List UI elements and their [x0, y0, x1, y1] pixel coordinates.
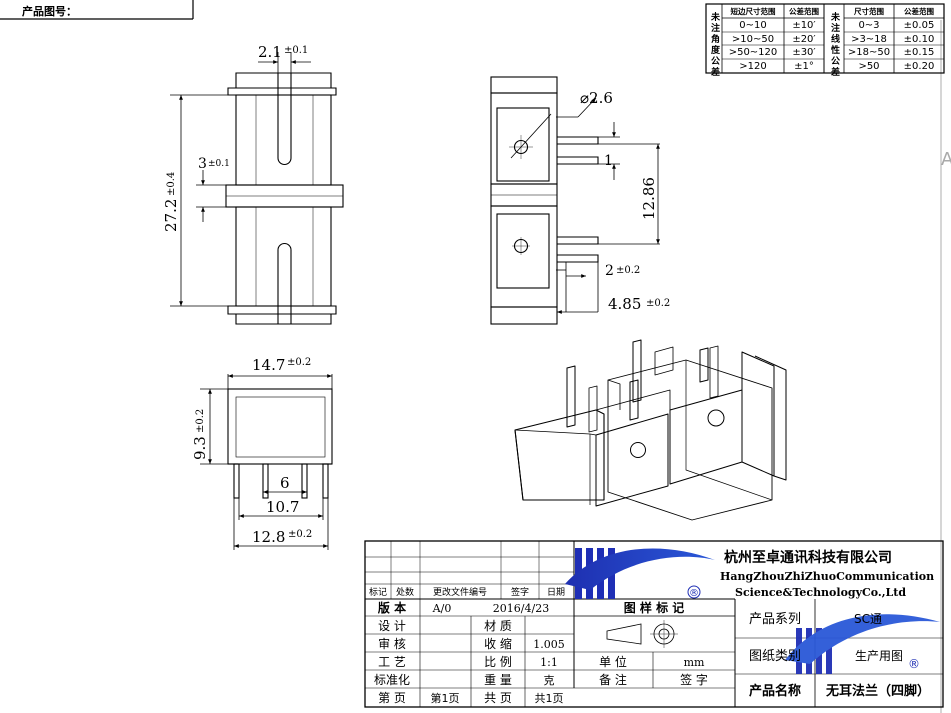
table-cell: ±1°: [794, 61, 814, 72]
std-label: 标准化: [374, 673, 410, 687]
bottom-height-value: 9.3: [191, 436, 209, 460]
front-width-value: 2.1: [258, 43, 282, 61]
side-diameter-value: ⌀2.6: [580, 89, 613, 107]
table-cell: 0~10: [739, 20, 766, 31]
table-cell: >3~18: [851, 34, 887, 45]
table-cell: ±0.15: [904, 47, 935, 58]
side-pin-value: 1: [604, 153, 613, 169]
side-view-dims: [556, 97, 660, 314]
product-name-value: 无耳法兰（四脚）: [825, 683, 930, 699]
side-pin-width-tol: ±0.2: [616, 265, 640, 276]
bottom-width-tol: ±0.2: [287, 357, 311, 368]
front-gap-value: 3: [198, 156, 207, 172]
angle-side-label: 未注角度公差: [709, 11, 721, 78]
company-name-en-line1: HangZhouZhiZhuoCommunication: [720, 570, 934, 583]
product-name-label: 产品名称: [749, 683, 801, 699]
table-cell: ±0.20: [904, 61, 935, 72]
logo-registered-mark: ®: [689, 588, 699, 599]
tolerance-table: 未注角度公差 未注线性公差 短边尺寸范围 公差范围 尺寸范围 公差范围 0~10…: [705, 3, 945, 78]
edge-mark: A: [941, 149, 951, 170]
sample-mark-label: 图 样 标 记: [624, 600, 685, 615]
sign-label: 签 字: [680, 672, 708, 687]
front-height-value: 27.2: [162, 199, 180, 232]
process-label: 工 艺: [378, 655, 406, 669]
page-value: 第1页: [431, 691, 460, 705]
material-label: 材 质: [484, 619, 512, 633]
table-cell: 0~3: [858, 20, 879, 31]
linear-tol-header: 公差范围: [904, 6, 934, 16]
bottom-outer-value: 12.8: [252, 528, 285, 546]
series-label: 产品系列: [749, 612, 801, 627]
table-cell: ±20′: [792, 34, 816, 45]
angle-tol-header: 公差范围: [789, 6, 819, 16]
scale-value: 1:1: [540, 656, 558, 669]
bottom-width-value: 14.7: [252, 356, 285, 374]
product-drawing-no-label: 产品图号：: [22, 4, 77, 18]
side-offset-value: 4.85: [608, 295, 641, 313]
drawing-type-label: 图纸类别: [749, 649, 801, 664]
side-offset-tol: ±0.2: [646, 298, 670, 309]
design-label: 设 计: [378, 619, 406, 633]
version-value: A/0: [432, 602, 452, 615]
note-label: 备 注: [599, 672, 627, 687]
table-cell: ±10′: [792, 20, 816, 31]
front-width-tol: ±0.1: [284, 45, 308, 56]
rev-header: 处数: [396, 586, 414, 598]
unit-label: 单 位: [599, 654, 627, 669]
table-cell: ±30′: [792, 47, 816, 58]
front-height-tol: ±0.4: [166, 172, 177, 196]
company-logo: [565, 548, 715, 599]
drawing-type-value: 生产用图: [855, 649, 903, 663]
table-cell: >18~50: [848, 47, 890, 58]
bottom-outer-tol: ±0.2: [288, 529, 312, 540]
bottom-mid-value: 10.7: [266, 498, 299, 516]
page-label: 第 页: [378, 691, 406, 705]
weight-unit: 克: [544, 674, 555, 687]
weight-label: 重 量: [484, 673, 512, 687]
bottom-view-dims: [200, 374, 333, 550]
table-cell: >50: [858, 61, 879, 72]
rev-header: 标记: [369, 586, 387, 598]
date-value: 2016/4/23: [493, 602, 549, 615]
total-value: 共1页: [535, 692, 564, 705]
angle-range-header: 短边尺寸范围: [731, 6, 776, 16]
watermark-logo: [785, 614, 940, 674]
isometric-view: [514, 339, 787, 521]
bottom-height-tol: ±0.2: [195, 409, 206, 433]
rev-header: 更改文件编号: [433, 586, 487, 598]
scale-label: 比 例: [484, 655, 512, 669]
table-cell: ±0.10: [904, 34, 935, 45]
review-label: 审 核: [378, 636, 406, 651]
watermark-registered-mark: ®: [908, 657, 920, 671]
company-name-cn: 杭州至卓通讯科技有限公司: [724, 549, 892, 566]
total-label: 共 页: [484, 691, 512, 705]
company-name-en-line2: Science&TechnologyCo.,Ltd: [735, 586, 906, 599]
side-view: [490, 76, 599, 325]
bottom-inner-value: 6: [280, 474, 290, 492]
rev-header: 签字: [511, 586, 529, 598]
series-value: SC通: [854, 612, 882, 626]
version-label: 版 本: [378, 600, 406, 615]
table-cell: >120: [739, 61, 766, 72]
front-view: [225, 72, 344, 325]
bottom-view: [227, 388, 333, 499]
shrink-label: 收 缩: [484, 636, 512, 651]
side-pitch-value: 12.86: [640, 177, 658, 220]
unit-value: mm: [684, 656, 705, 669]
title-block: [364, 540, 944, 708]
table-cell: >50~120: [729, 47, 778, 58]
shrink-value: 1.005: [533, 638, 565, 651]
table-cell: >10~50: [732, 34, 774, 45]
rev-header: 日期: [547, 587, 565, 598]
linear-range-header: 尺寸范围: [854, 6, 884, 16]
table-cell: ±0.05: [904, 20, 935, 31]
linear-side-label: 未注线性公差: [829, 11, 841, 78]
front-view-dims: [170, 52, 311, 307]
side-pin-width-value: 2: [605, 263, 614, 279]
front-gap-tol: ±0.1: [208, 159, 230, 169]
